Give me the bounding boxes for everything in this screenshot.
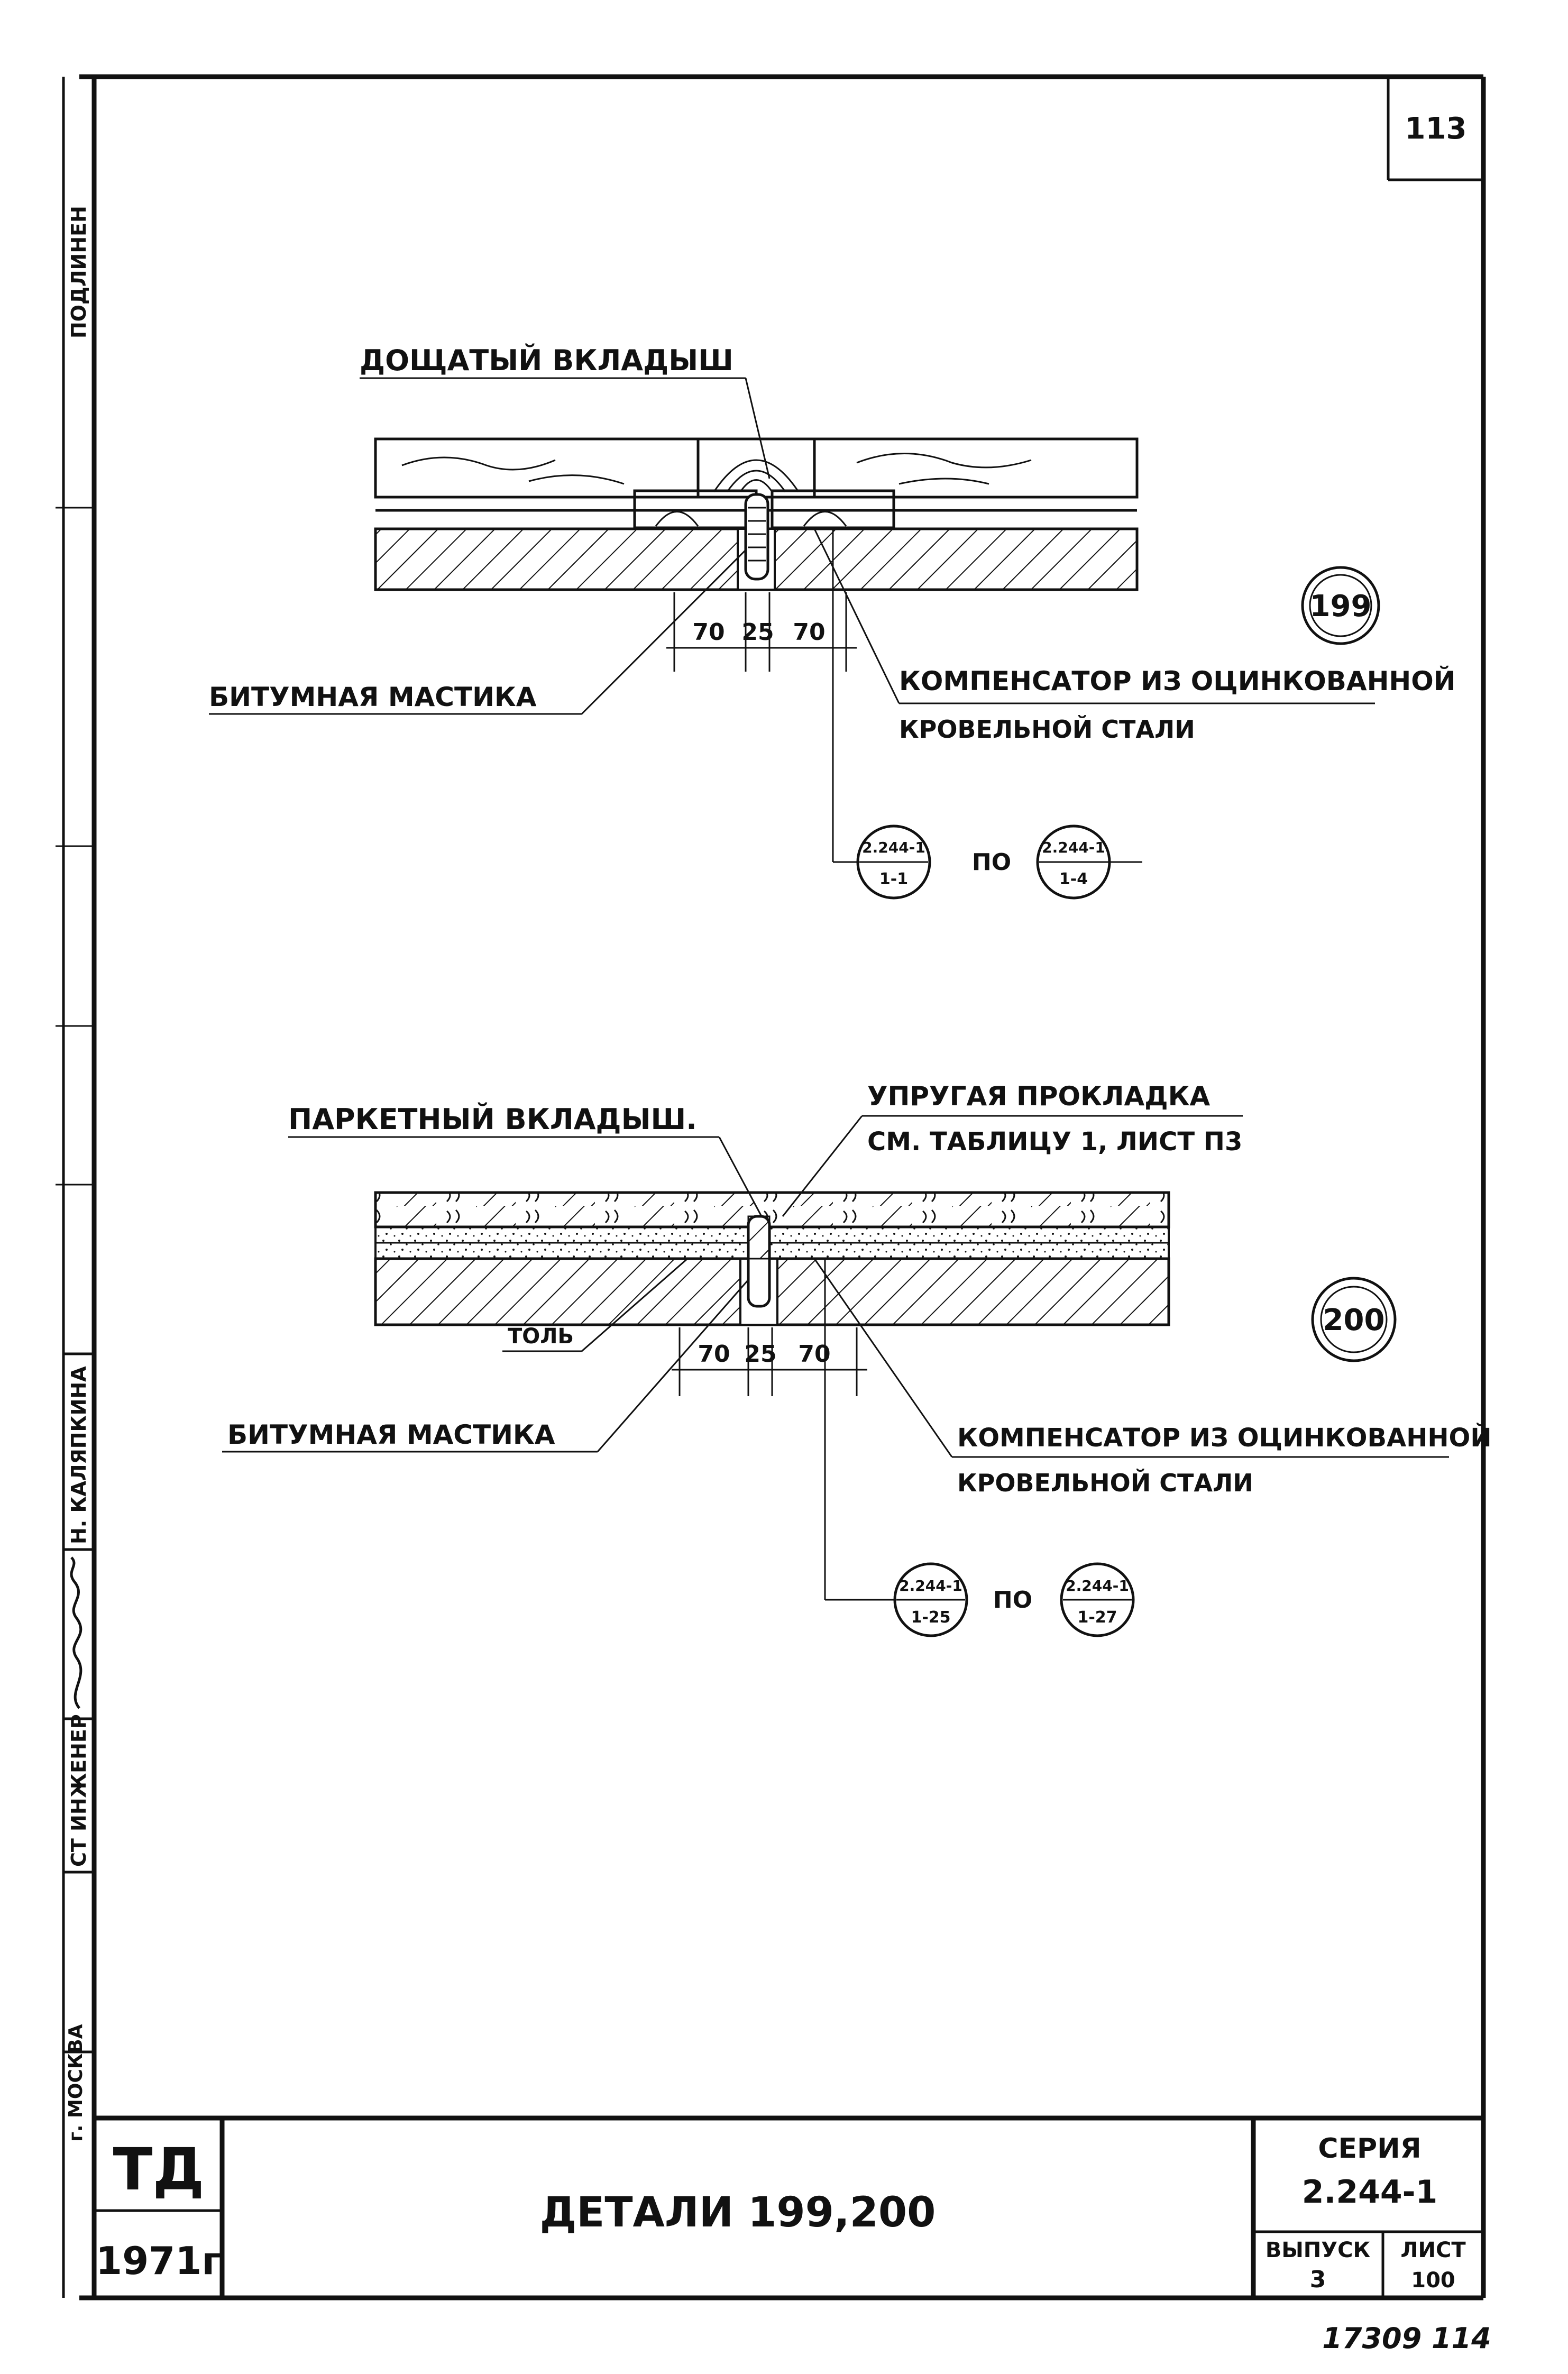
series-value: 2.244-1 — [1302, 2174, 1437, 2211]
svg-text:199: 199 — [1310, 589, 1372, 624]
detail-200: ПАРКЕТНЫЙ ВКЛАДЫШ. УПРУГАЯ ПРОКЛАДКА СМ.… — [222, 1081, 1492, 1637]
parquet-layer-200 — [374, 1191, 1170, 1229]
engineer-name: Н. КАЛЯПКИНА — [67, 1366, 90, 1544]
label-200-compensator-2: КРОВЕЛЬНОЙ СТАЛИ — [957, 1469, 1253, 1497]
label-200-mastic: БИТУМНАЯ МАСТИКА — [227, 1419, 555, 1450]
sheet-title: ДЕТАЛИ 199,200 — [540, 2189, 936, 2236]
svg-text:200: 200 — [1323, 1303, 1385, 1337]
approval-column-label: ПОДЛИНЕН — [67, 206, 90, 338]
series-label: СЕРИЯ — [1318, 2133, 1421, 2165]
label-200-compensator-1: КОМПЕНСАТОР ИЗ ОЦИНКОВАННОЙ — [957, 1423, 1492, 1453]
ref-199-word: ПО — [972, 849, 1011, 876]
engineer-role: СТ ИНЖЕНЕР — [67, 1714, 90, 1867]
ref-200-to-top: 2.244-1 — [1066, 1577, 1129, 1594]
label-199-insert: ДОЩАТЫЙ ВКЛАДЫШ — [360, 344, 733, 377]
sheet-label: ЛИСТ — [1400, 2238, 1466, 2262]
ref-200-from-top: 2.244-1 — [899, 1577, 962, 1594]
year-label: 1971г — [96, 2239, 222, 2283]
dimension-200: 70 25 70 — [672, 1327, 867, 1396]
detail-number-199: 199 — [1301, 566, 1380, 645]
label-199-compensator-1: КОМПЕНСАТОР ИЗ ОЦИНКОВАННОЙ — [899, 665, 1456, 696]
title-block — [94, 2115, 1483, 2298]
label-200-gasket-2: СМ. ТАБЛИЦУ 1, ЛИСТ П3 — [867, 1127, 1242, 1157]
detail-number-200: 200 — [1311, 1277, 1397, 1362]
mastic-joint-199 — [744, 493, 769, 581]
ref-199-from-bottom: 1-1 — [879, 870, 908, 888]
org-label: ТД — [113, 2135, 204, 2203]
dimension-199: 70 25 70 — [666, 592, 857, 672]
label-199-compensator-2: КРОВЕЛЬНОЙ СТАЛИ — [899, 715, 1195, 744]
ref-199-to-top: 2.244-1 — [1042, 839, 1105, 856]
sheet-value: 100 — [1411, 2268, 1455, 2293]
label-200-gasket-1: УПРУГАЯ ПРОКЛАДКА — [867, 1081, 1211, 1112]
footer-number: 17309 114 — [1322, 2322, 1491, 2355]
ref-199-to-bottom: 1-4 — [1059, 870, 1088, 888]
sheet-frame — [56, 74, 1486, 2300]
detail-199: ДОЩАТЫЙ ВКЛАДЫШ — [209, 344, 1456, 900]
dim-199-mid: 25 — [741, 619, 774, 646]
plank-layer-199 — [374, 437, 1139, 499]
ref-200-word: ПО — [993, 1587, 1032, 1614]
reference-200: 2.244-1 1-25 ПО 2.244-1 1-27 — [824, 1259, 1135, 1637]
ref-200-from-bottom: 1-25 — [911, 1608, 950, 1627]
dim-199-left: 70 — [692, 619, 725, 646]
dim-200-mid: 25 — [744, 1341, 776, 1368]
label-200-tol: ТОЛЬ — [508, 1324, 574, 1349]
city-label: г. МОСКВА — [65, 2024, 87, 2142]
signature — [70, 1556, 82, 1709]
ref-200-to-bottom: 1-27 — [1077, 1608, 1117, 1627]
issue-value: 3 — [1310, 2266, 1326, 2293]
label-199-mastic: БИТУМНАЯ МАСТИКА — [209, 682, 537, 712]
label-200-insert: ПАРКЕТНЫЙ ВКЛАДЫШ. — [288, 1103, 697, 1136]
issue-label: ВЫПУСК — [1266, 2238, 1371, 2262]
dim-200-left: 70 — [698, 1341, 730, 1368]
page-number: 113 — [1405, 112, 1467, 146]
reference-199: 2.244-1 1-1 ПО 2.244-1 1-4 — [832, 529, 1142, 900]
dim-199-right: 70 — [793, 619, 825, 646]
side-stamp: ПОДЛИНЕН Н. КАЛЯПКИНА СТ ИНЖЕНЕР г. МОСК… — [63, 206, 95, 2142]
ref-199-from-top: 2.244-1 — [862, 839, 925, 856]
